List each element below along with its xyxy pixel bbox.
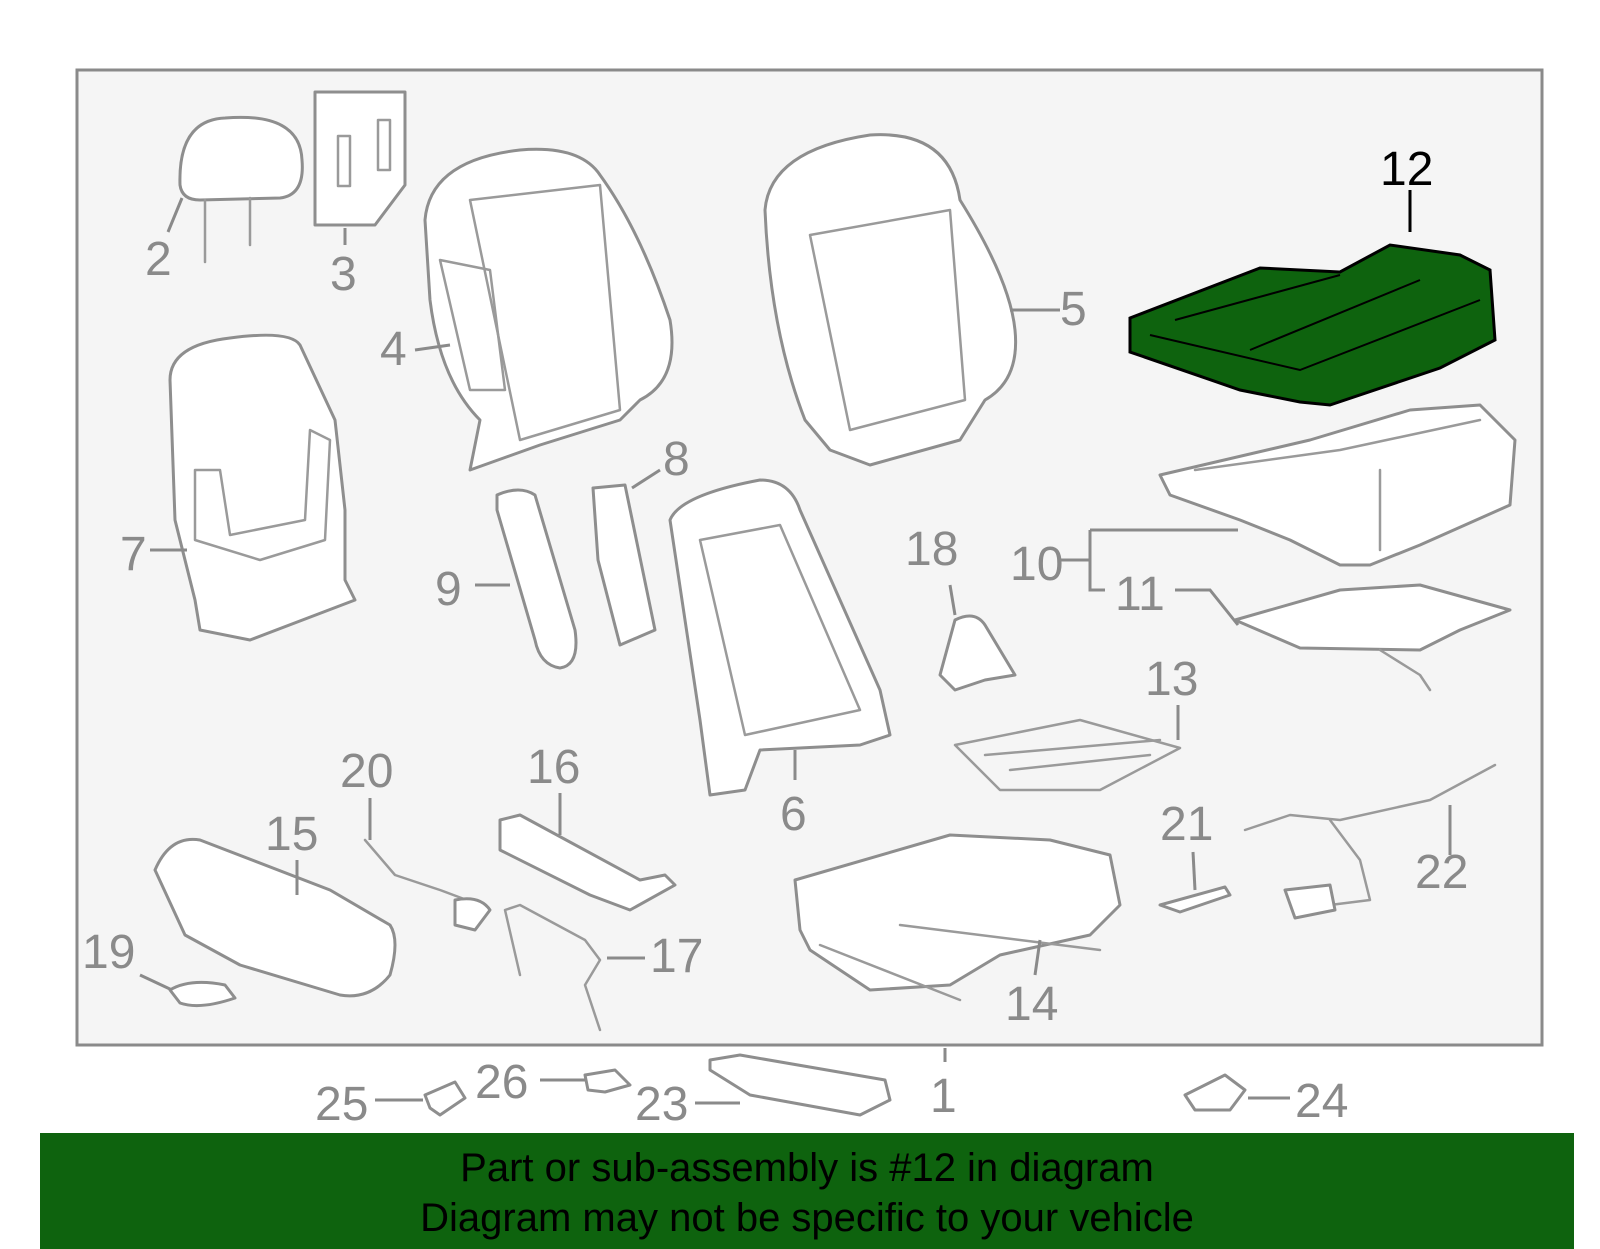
part-21-trim-cover[interactable] <box>1158 885 1232 914</box>
callout-15: 15 <box>265 808 318 861</box>
part-23-trim[interactable] <box>708 1053 892 1117</box>
callout-16: 16 <box>527 741 580 794</box>
callout-18: 18 <box>905 523 958 576</box>
callout-14: 14 <box>1005 978 1058 1031</box>
callout-11: 11 <box>1115 568 1165 621</box>
callout-9: 9 <box>435 563 462 616</box>
leader-lines <box>139 190 1452 1105</box>
part-25-clip[interactable] <box>423 1080 467 1117</box>
part-5-seat-back-cover[interactable] <box>763 133 1018 467</box>
part-17-rod[interactable] <box>503 903 602 1032</box>
part-15-side-shield[interactable] <box>153 837 397 998</box>
callout-23: 23 <box>635 1078 688 1131</box>
callout-10: 10 <box>1010 538 1063 591</box>
part-6-seat-back-frame[interactable] <box>668 478 892 797</box>
callout-4: 4 <box>380 323 407 376</box>
callout-7: 7 <box>120 528 147 581</box>
part-13-springs[interactable] <box>953 718 1182 792</box>
part-20-switch-harness[interactable] <box>363 838 492 932</box>
part-24-clip[interactable] <box>1183 1073 1247 1112</box>
callout-19: 19 <box>82 926 135 979</box>
part-9-bolster[interactable] <box>495 488 578 670</box>
banner-line-2: Diagram may not be specific to your vehi… <box>420 1196 1194 1240</box>
part-8-bolster[interactable] <box>591 483 657 647</box>
callout-21: 21 <box>1160 798 1213 851</box>
part-16-bracket[interactable] <box>498 813 677 912</box>
part-11-cushion-heater[interactable] <box>1233 583 1512 692</box>
info-banner: Part or sub-assembly is #12 in diagram D… <box>40 1133 1574 1249</box>
part-14-seat-adjuster[interactable] <box>793 833 1122 1002</box>
callout-5: 5 <box>1060 283 1087 336</box>
callout-8: 8 <box>663 433 690 486</box>
callout-6: 6 <box>780 788 807 841</box>
part-22-wire-harness[interactable] <box>1243 763 1497 920</box>
callout-2: 2 <box>145 233 172 286</box>
part-10-seat-cushion-cover[interactable] <box>1158 403 1517 567</box>
part-19-knob[interactable] <box>168 980 237 1008</box>
callouts: 2 3 4 5 12 7 8 9 6 18 10 11 13 14 15 19 … <box>82 143 1468 1131</box>
part-7-seat-back-heater[interactable] <box>168 333 357 642</box>
part-26-clip[interactable] <box>583 1068 632 1094</box>
callout-26: 26 <box>475 1056 528 1109</box>
part-18-bracket[interactable] <box>938 614 1017 692</box>
part-2-headrest[interactable] <box>178 115 304 264</box>
callout-25: 25 <box>315 1078 368 1131</box>
callout-3: 3 <box>330 248 357 301</box>
callout-13: 13 <box>1145 653 1198 706</box>
part-4-seat-back-pad[interactable] <box>423 147 674 472</box>
callout-24: 24 <box>1295 1075 1348 1128</box>
part-3-headrest-guides[interactable] <box>313 90 407 227</box>
callout-12: 12 <box>1380 143 1433 196</box>
banner-line-1: Part or sub-assembly is #12 in diagram <box>460 1146 1154 1190</box>
callout-20: 20 <box>340 745 393 798</box>
callout-22: 22 <box>1415 846 1468 899</box>
part-12-seat-cushion-pad[interactable] <box>1128 243 1497 407</box>
callout-17: 17 <box>650 930 703 983</box>
callout-1: 1 <box>930 1070 957 1123</box>
